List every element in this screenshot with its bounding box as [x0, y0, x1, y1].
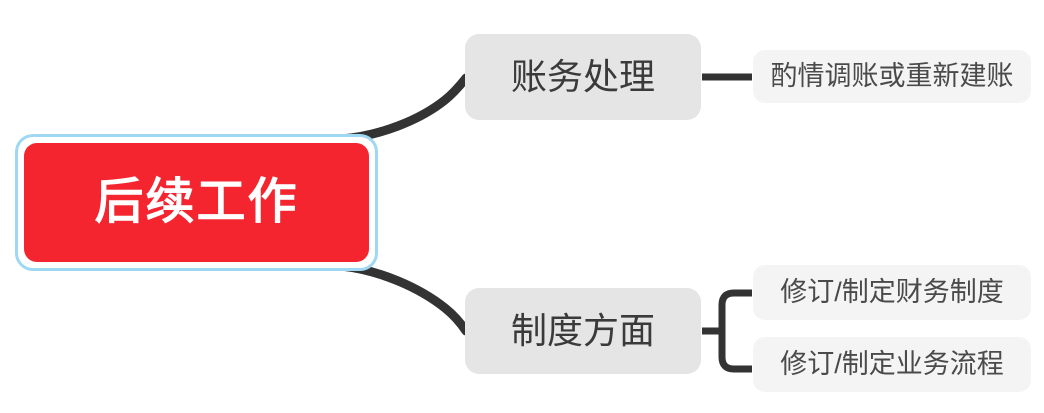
mindmap-root-label: 后续工作 [94, 175, 299, 229]
mindmap-branch-node-2[interactable]: 制度方面 [465, 288, 701, 374]
mindmap-leaf-node-2-2[interactable]: 修订/制定业务流程 [753, 337, 1031, 392]
mindmap-leaf-label-2-1: 修订/制定财务制度 [780, 277, 1004, 307]
connector-root-to-branch-1 [336, 73, 471, 144]
mindmap-root-node[interactable]: 后续工作 [15, 134, 378, 271]
mindmap-branch-label-1: 账务处理 [510, 56, 655, 97]
connector-root-to-branch-2 [336, 261, 471, 336]
mindmap-leaf-label-1-1: 酌情调账或重新建账 [770, 61, 1014, 91]
connector-branch-2-bracket [718, 289, 752, 373]
mindmap-leaf-label-2-2: 修订/制定业务流程 [780, 349, 1004, 379]
mindmap-branch-label-2: 制度方面 [510, 310, 655, 351]
mindmap-root-node-fill: 后续工作 [24, 143, 369, 262]
mindmap-branch-node-1[interactable]: 账务处理 [465, 34, 701, 120]
mindmap-leaf-node-1-1[interactable]: 酌情调账或重新建账 [753, 50, 1031, 103]
mindmap-leaf-node-2-1[interactable]: 修订/制定财务制度 [753, 265, 1031, 320]
